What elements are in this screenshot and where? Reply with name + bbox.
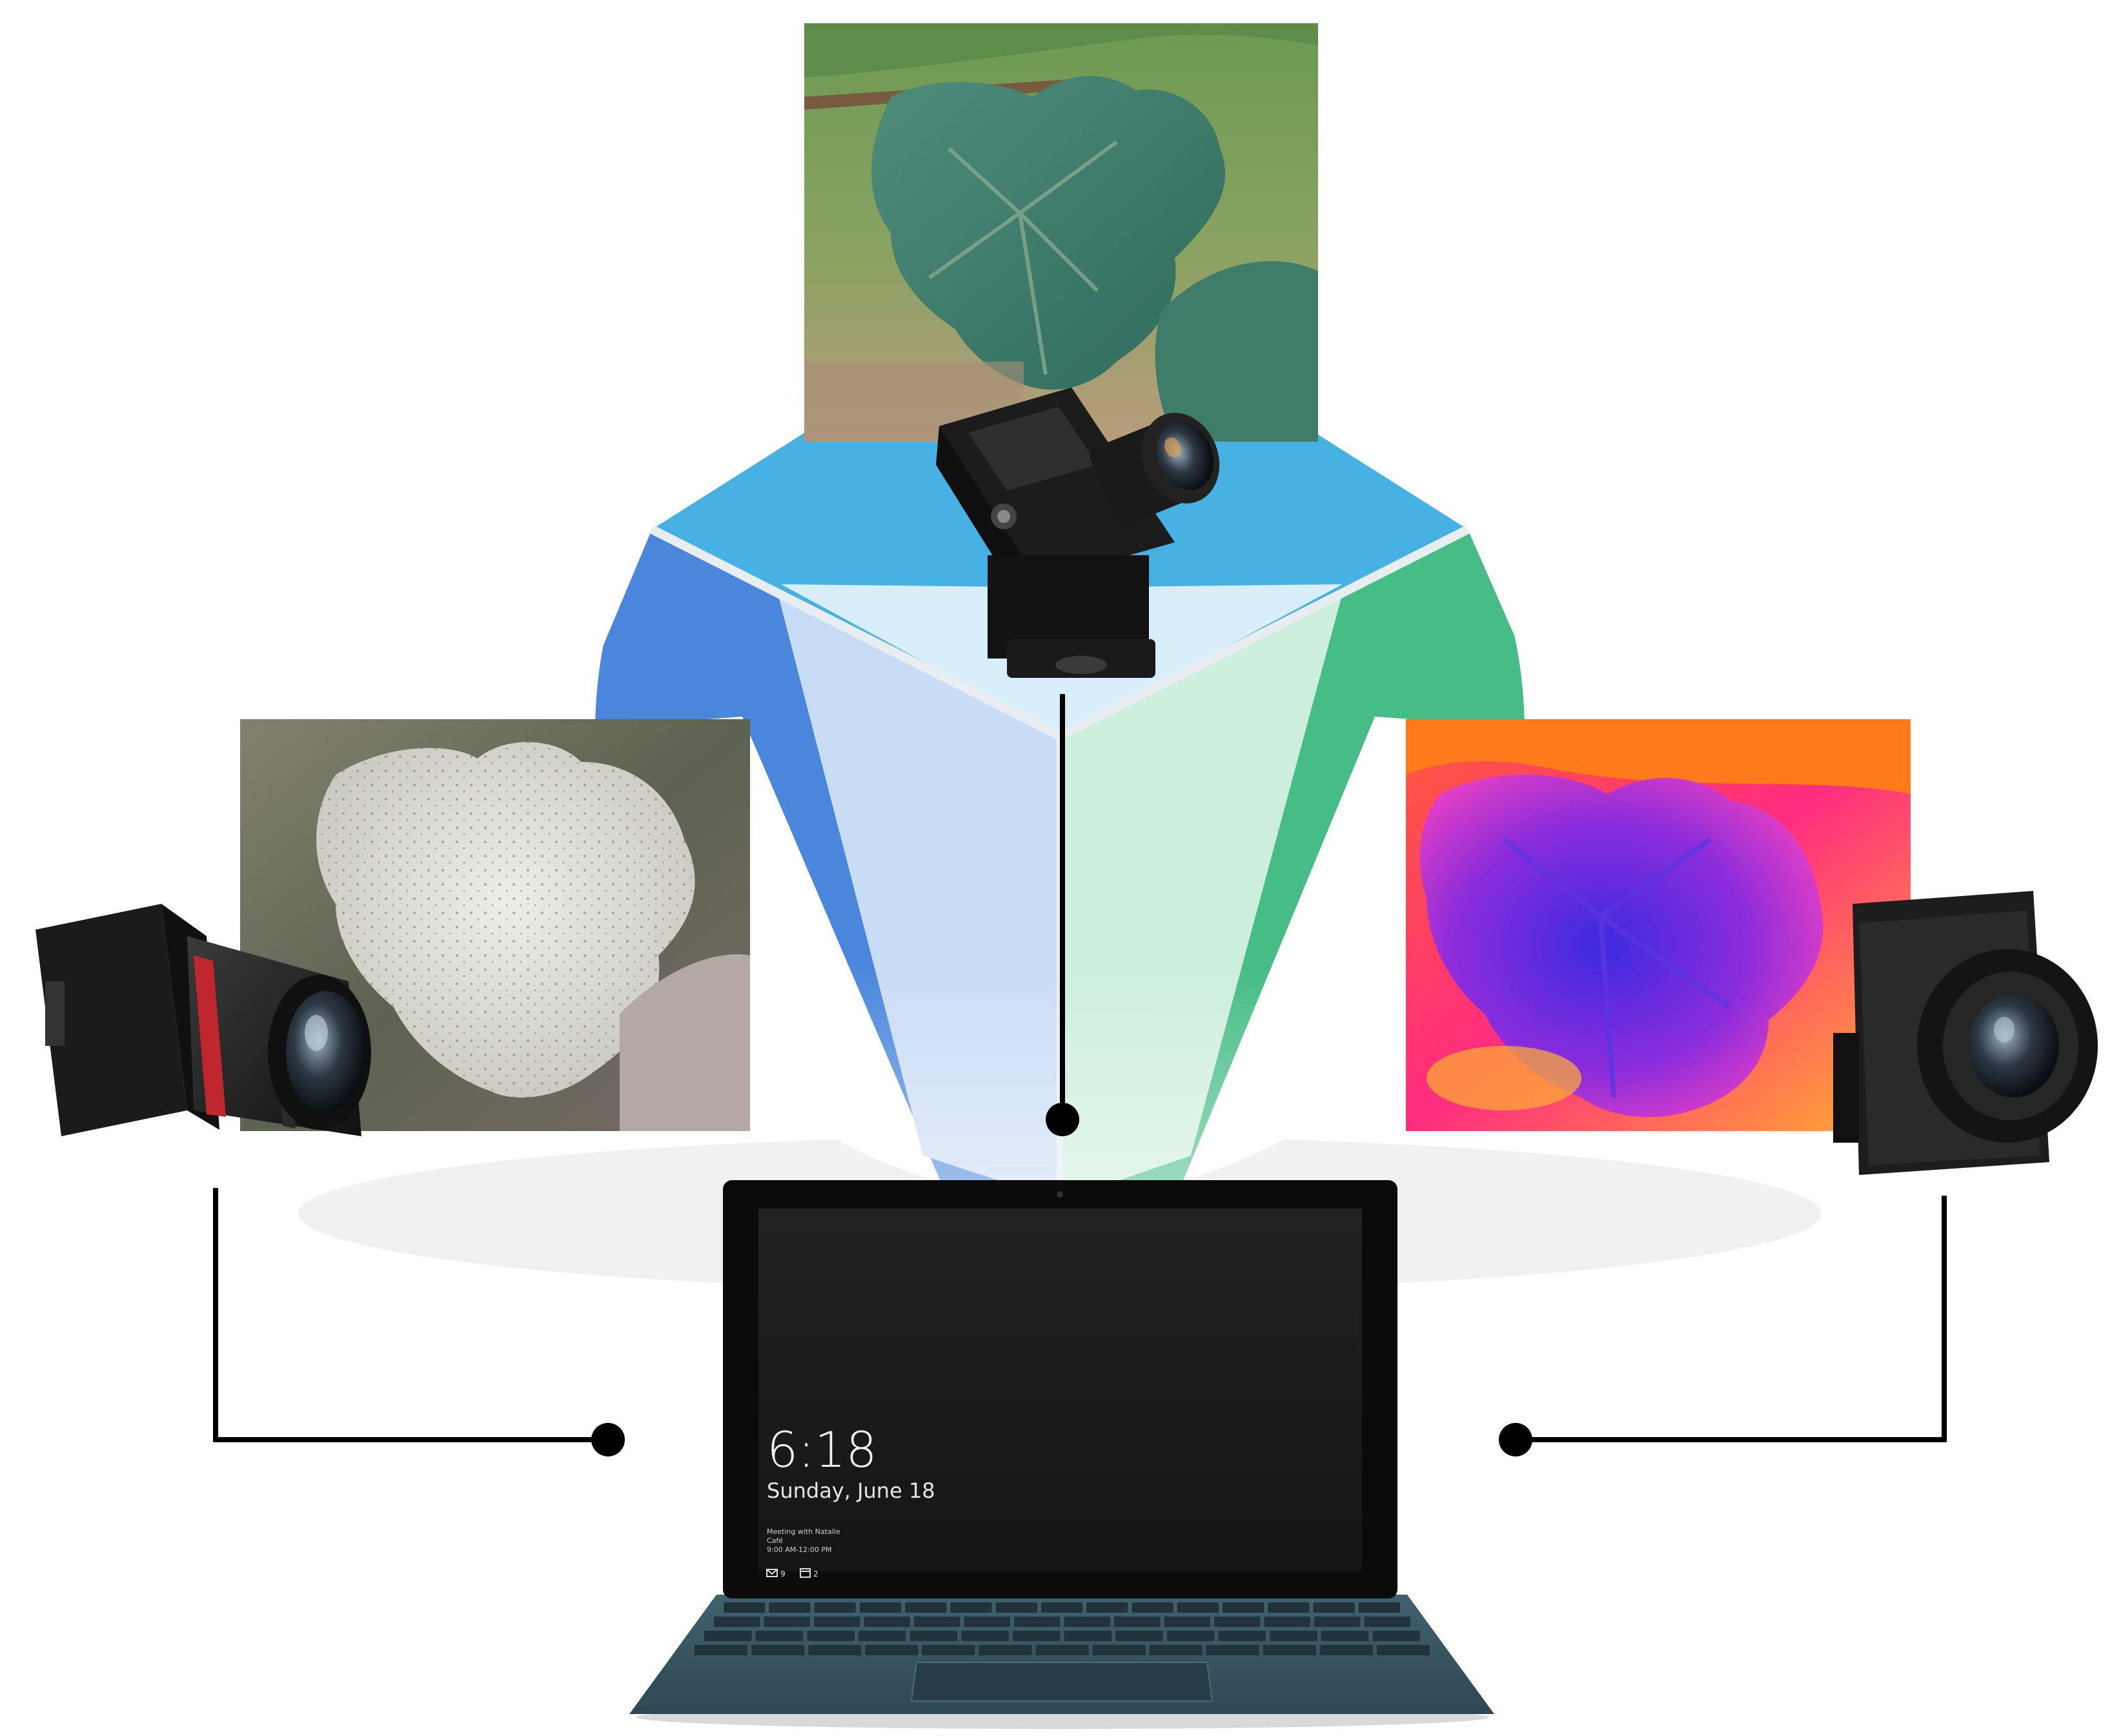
rgb-leaf-photo: [804, 23, 1318, 442]
keyboard-key: [769, 1602, 811, 1613]
keyboard-key: [1035, 1645, 1089, 1655]
multispectral-camera-icon: [36, 904, 371, 1136]
keyboard-key: [1206, 1645, 1259, 1655]
keyboard-key: [950, 1602, 992, 1613]
keyboard-key: [979, 1645, 1032, 1655]
keyboard-key: [864, 1617, 910, 1627]
keyboard-key: [1132, 1602, 1173, 1613]
keyboard-key: [1364, 1617, 1410, 1627]
trackpad: [910, 1662, 1213, 1702]
keyboard-key: [1114, 1617, 1161, 1627]
mail-icon: [766, 1569, 778, 1577]
keyboard-key: [1214, 1617, 1261, 1627]
keyboard-key: [1376, 1645, 1430, 1655]
multispectral-connector-dot: [591, 1423, 625, 1456]
keyboard-key: [961, 1631, 1009, 1641]
keyboard-key: [858, 1631, 906, 1641]
keyboard-key: [1041, 1602, 1083, 1613]
mail-badge-count: 9: [780, 1569, 786, 1578]
rgb-connector-dot: [1046, 1103, 1079, 1136]
keyboard-keys: [695, 1602, 1430, 1655]
keyboard-key: [1321, 1631, 1369, 1641]
keyboard-key: [814, 1602, 856, 1613]
keyboard-key: [724, 1602, 766, 1613]
keyboard-key: [1092, 1645, 1146, 1655]
keyboard-key: [1064, 1617, 1110, 1627]
thermal-lens: [1969, 994, 2059, 1098]
nir-leaf-speckles: [316, 742, 695, 1098]
rgb-leaf: [871, 76, 1226, 390]
keyboard-key: [755, 1631, 804, 1641]
rgb-camera-icon: [936, 387, 1220, 678]
keyboard-key: [995, 1602, 1037, 1613]
keyboard-key: [1263, 1645, 1316, 1655]
keyboard-key: [1149, 1645, 1203, 1655]
keyboard-key: [704, 1631, 752, 1641]
keyboard-key: [859, 1602, 902, 1613]
keyboard-key: [865, 1645, 919, 1655]
keyboard-key: [1264, 1617, 1310, 1627]
keyboard-key: [764, 1617, 810, 1627]
keyboard-key: [1012, 1631, 1061, 1641]
tablet-screen: [758, 1209, 1362, 1571]
keyboard-key: [1166, 1631, 1215, 1641]
keyboard-key: [1314, 1617, 1361, 1627]
keyboard-key: [1313, 1602, 1355, 1613]
keyboard-key: [1115, 1631, 1163, 1641]
thermal-leaf-photo: [1406, 719, 1911, 1131]
keyboard-key: [1358, 1602, 1400, 1613]
keyboard-key: [1177, 1602, 1219, 1613]
connectors: [213, 694, 1947, 1456]
keyboard-key: [1372, 1631, 1420, 1641]
multispectral-connector: [213, 1188, 608, 1442]
keyboard-key: [1268, 1602, 1310, 1613]
lock-screen-event-place: Café: [767, 1537, 783, 1545]
multispectral-leaf-photo: [240, 719, 750, 1131]
keyboard-key: [1086, 1602, 1128, 1613]
lock-screen-time: 6:18: [767, 1421, 877, 1478]
keyboard-key: [814, 1617, 860, 1627]
thermal-camera-icon: [1833, 891, 2098, 1175]
lock-screen-date: Sunday, June 18: [767, 1478, 935, 1503]
keyboard-key: [1064, 1631, 1112, 1641]
keyboard-key: [905, 1602, 947, 1613]
keyboard-key: [695, 1645, 748, 1655]
keyboard-key: [808, 1645, 862, 1655]
tablet-icon: 6:18 Sunday, June 18 Meeting with Natali…: [629, 1180, 1494, 1729]
calendar-badge-count: 2: [813, 1569, 818, 1578]
keyboard-key: [914, 1617, 960, 1627]
thermal-leaf: [1419, 774, 1823, 1118]
keyboard-key: [751, 1645, 805, 1655]
keyboard-key: [714, 1617, 760, 1627]
thermal-connector-dot: [1499, 1423, 1532, 1456]
calendar-icon: [800, 1568, 811, 1578]
keyboard-key: [1164, 1617, 1210, 1627]
keyboard-key: [1270, 1631, 1317, 1641]
keyboard-key: [922, 1645, 975, 1655]
keyboard-key: [1222, 1602, 1264, 1613]
keyboard-key: [1014, 1617, 1061, 1627]
thermal-connector: [1516, 1196, 1947, 1442]
lock-screen-event-time: 9:00 AM-12:00 PM: [767, 1546, 832, 1554]
keyboard-key: [807, 1631, 855, 1641]
keyboard-key: [964, 1617, 1010, 1627]
keyboard-key: [909, 1631, 958, 1641]
keyboard-key: [1218, 1631, 1266, 1641]
lock-screen-event-title: Meeting with Natalie: [767, 1527, 840, 1536]
keyboard-key: [1319, 1645, 1373, 1655]
